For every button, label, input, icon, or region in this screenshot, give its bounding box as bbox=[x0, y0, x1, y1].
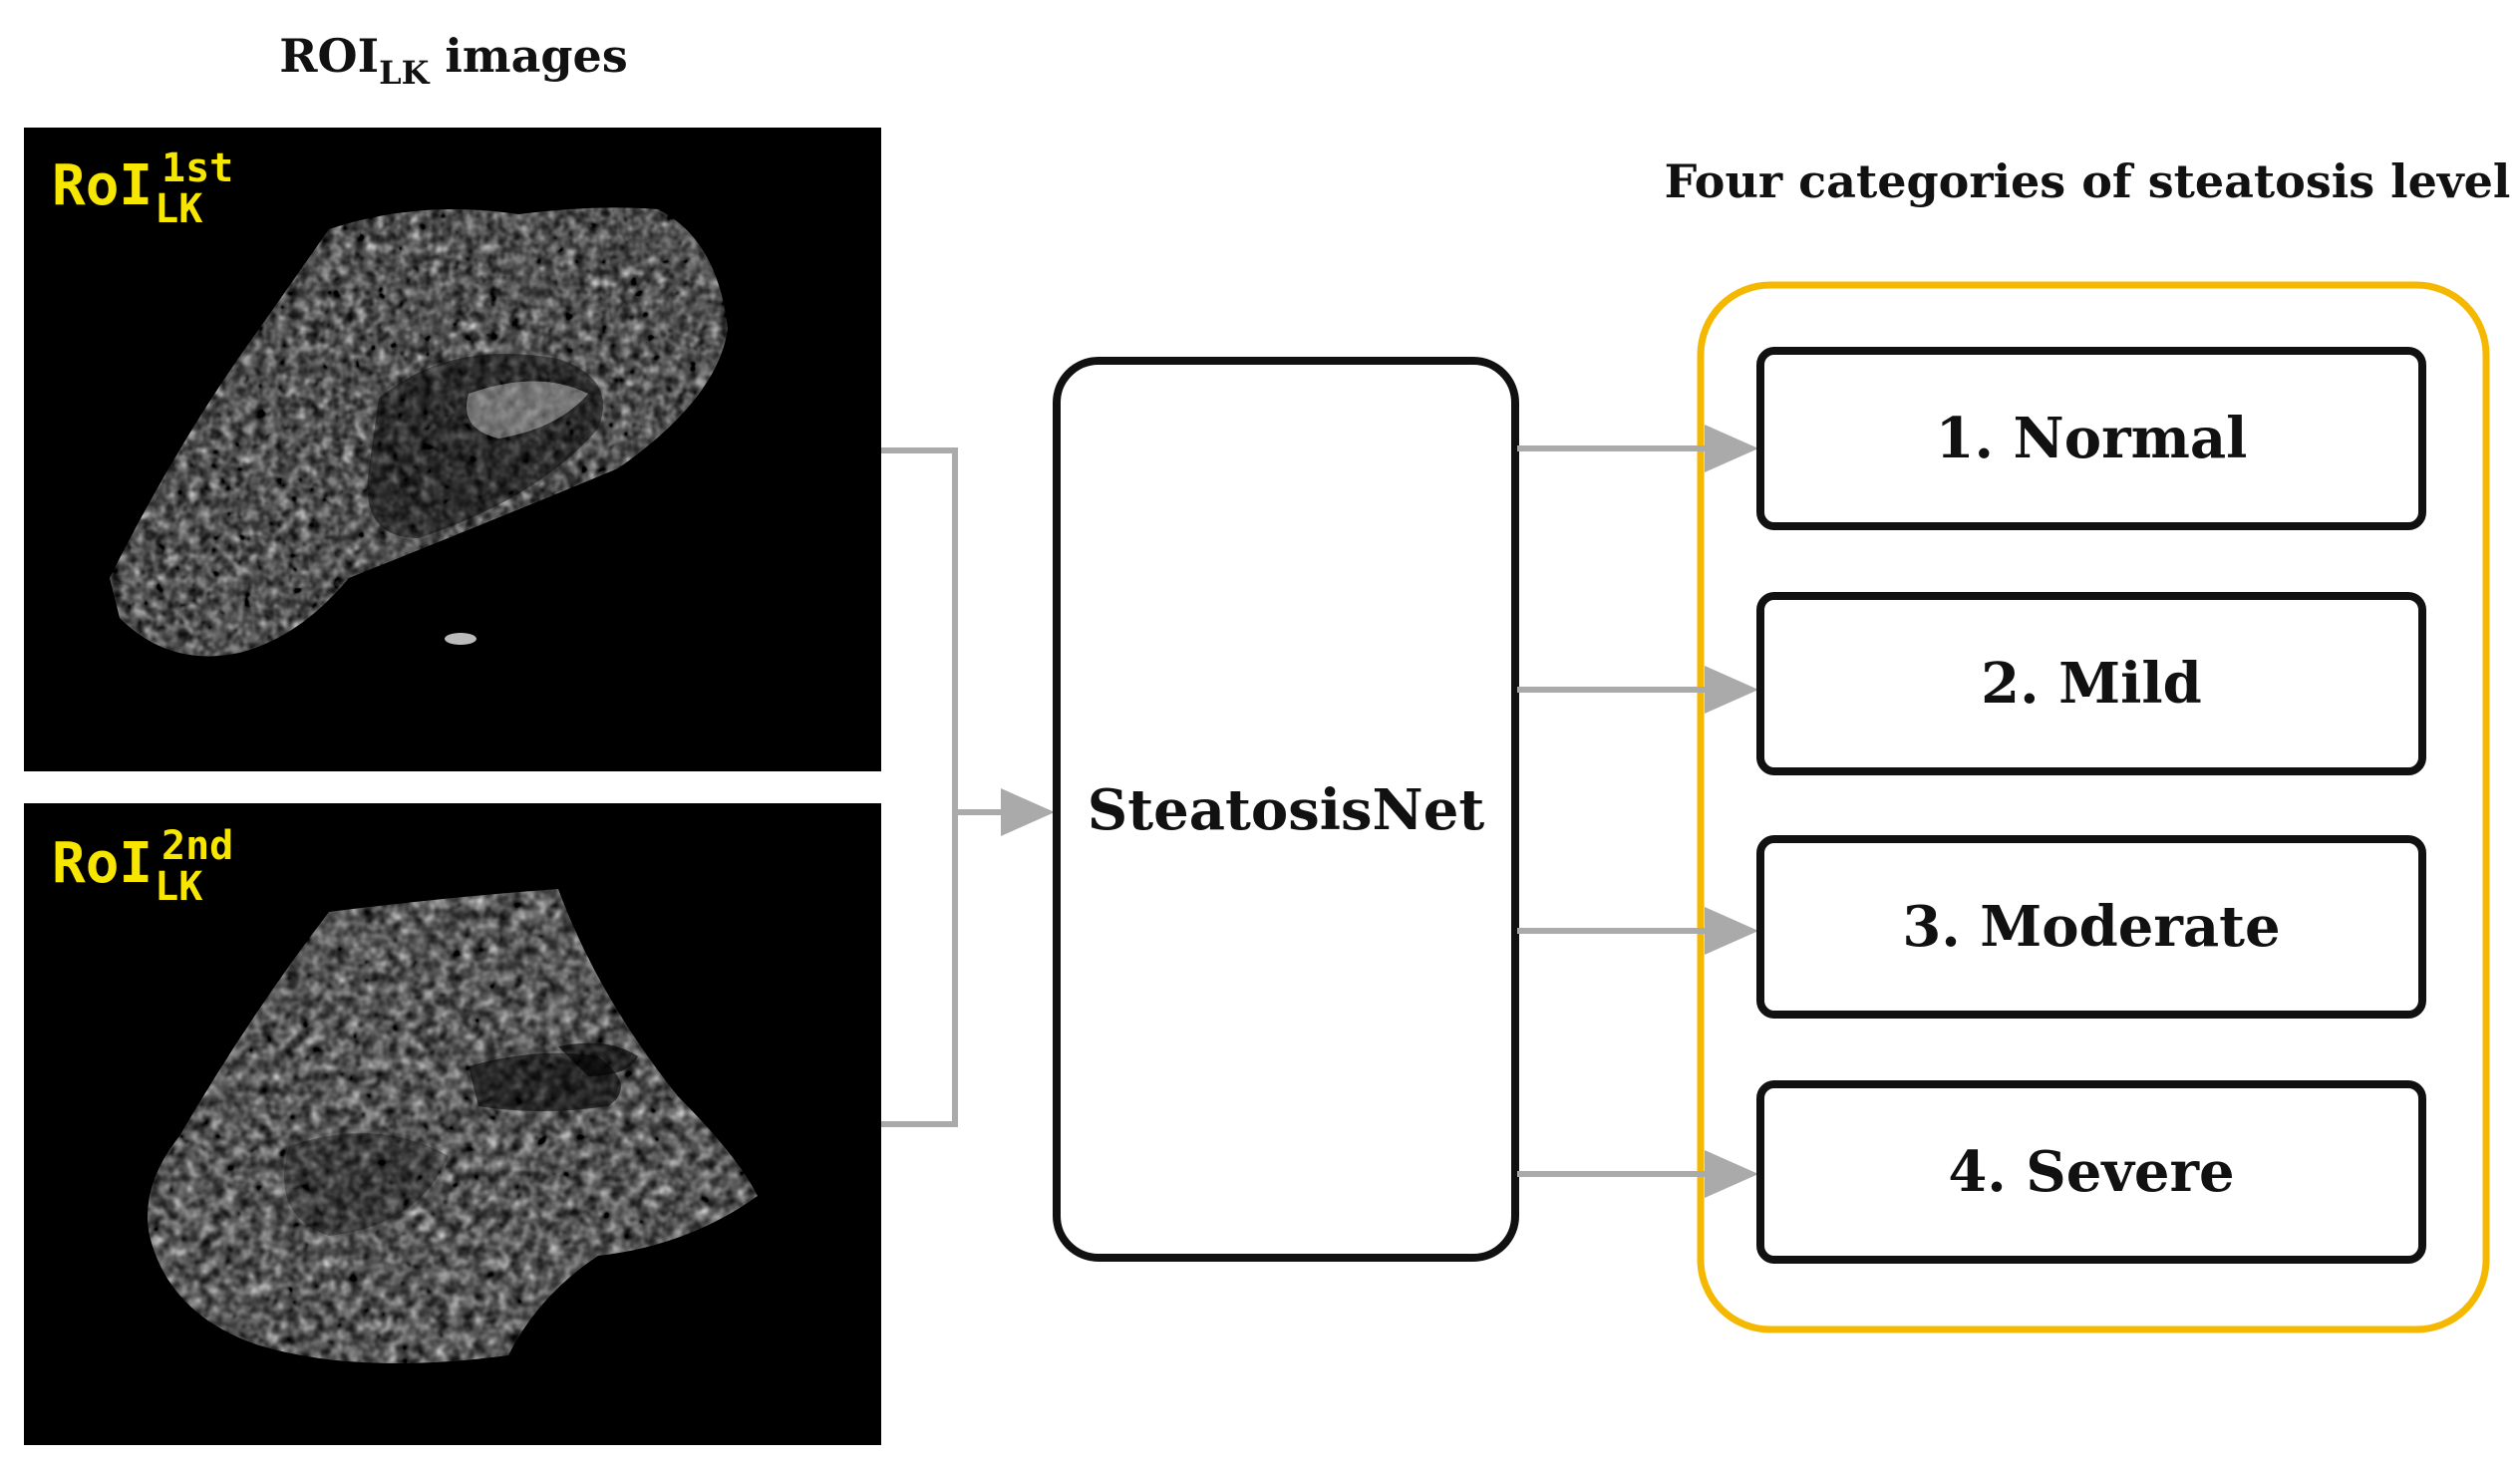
image-1-label: RoILK bbox=[52, 153, 202, 232]
merge-connector bbox=[881, 447, 958, 1127]
category-severe-label: 4. Severe bbox=[1948, 1139, 2234, 1205]
network-box bbox=[1053, 357, 1519, 1262]
category-mild: 2. Mild bbox=[1756, 592, 2426, 775]
output-title: Four categories of steatosis level bbox=[1665, 154, 2511, 208]
image-2-label: RoILK bbox=[52, 831, 202, 910]
ultrasound-image-1: RoILK 1st bbox=[24, 128, 881, 771]
category-normal: 1. Normal bbox=[1756, 347, 2426, 530]
ultrasound-image-2: RoILK 2nd bbox=[24, 803, 881, 1445]
category-normal-label: 1. Normal bbox=[1936, 406, 2248, 471]
category-moderate: 3. Moderate bbox=[1756, 835, 2426, 1019]
categories-group bbox=[1697, 281, 2490, 1333]
category-mild-label: 2. Mild bbox=[1981, 651, 2202, 717]
category-severe: 4. Severe bbox=[1756, 1080, 2426, 1264]
input-title: ROILK images bbox=[279, 29, 627, 92]
image-1-label-sup: 1st bbox=[161, 146, 233, 191]
network-label: SteatosisNet bbox=[1088, 777, 1485, 843]
image-2-label-sup: 2nd bbox=[161, 823, 233, 869]
category-moderate-label: 3. Moderate bbox=[1902, 894, 2280, 960]
